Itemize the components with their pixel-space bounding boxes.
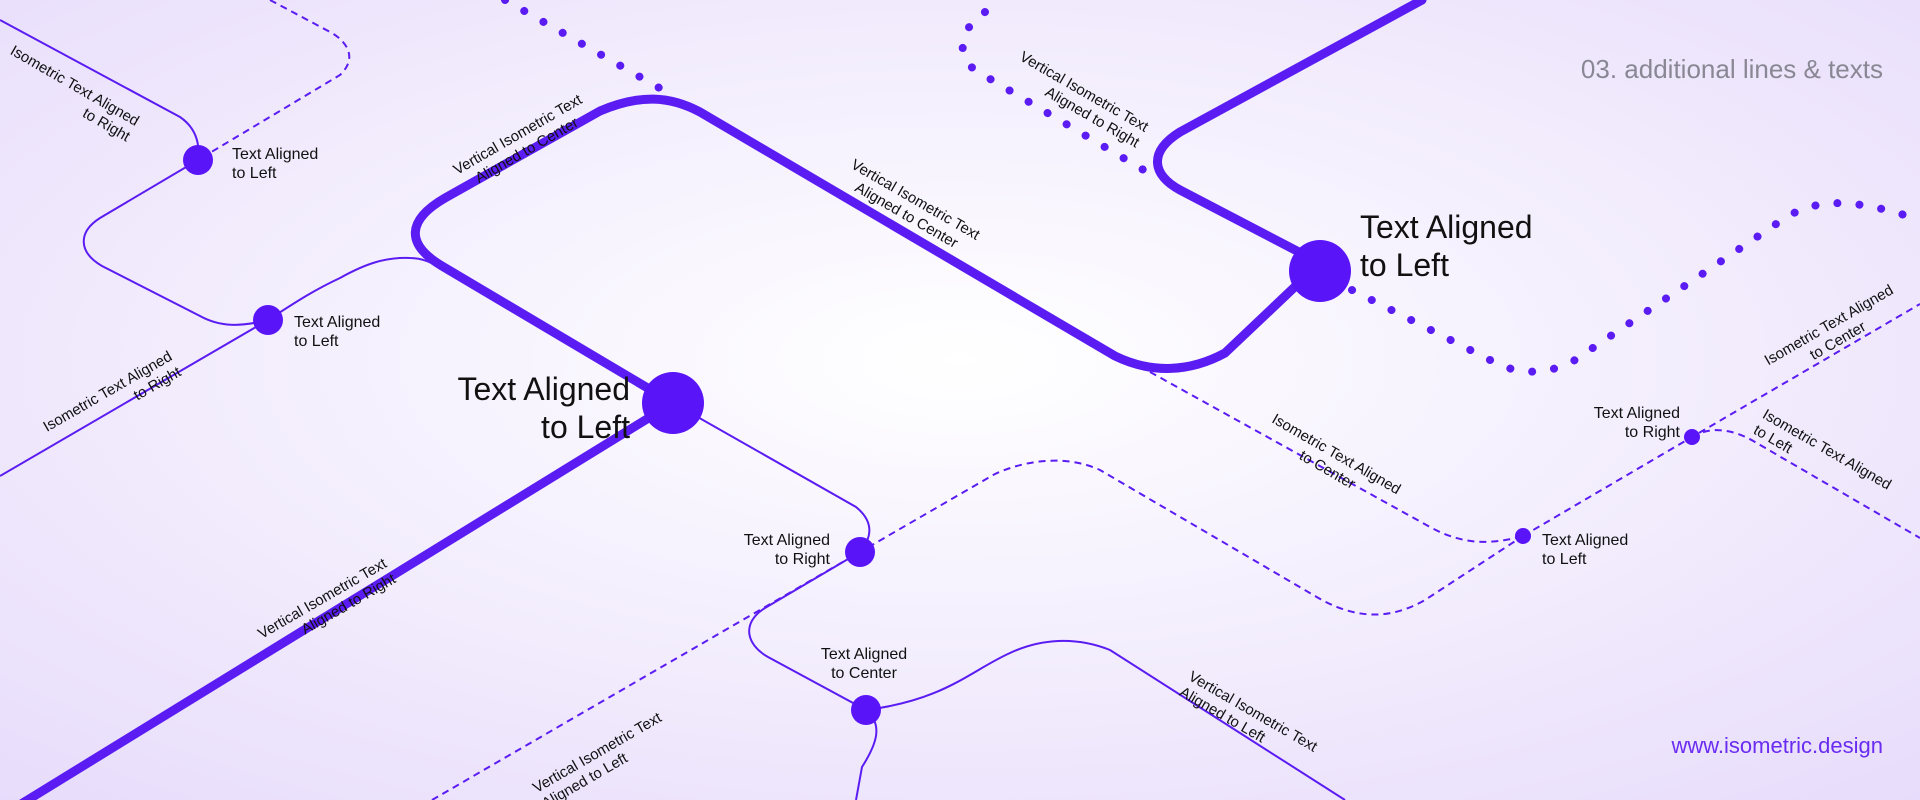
thin-center-branch — [672, 402, 878, 800]
node-top-left[interactable] — [183, 145, 213, 175]
label-big-left-right: Text Aligned to Left — [1360, 209, 1533, 284]
thick-lower-left-line — [19, 398, 678, 800]
label-text-center: Text Aligned to Center — [820, 646, 908, 682]
website-link[interactable]: www.isometric.design — [1671, 733, 1883, 758]
node-far-right[interactable] — [1684, 429, 1700, 445]
thick-loop-line — [410, 94, 1325, 408]
node-big-center[interactable] — [642, 372, 704, 434]
label-text-left-mid: Text Aligned to Left — [294, 314, 381, 350]
thin-left-branch — [0, 256, 441, 477]
label-text-left-top: Text Aligned to Left — [232, 146, 319, 182]
label-big-left-center: Text Aligned to Left — [457, 371, 630, 446]
node-center-right[interactable] — [845, 537, 875, 567]
node-big-right[interactable] — [1289, 240, 1351, 302]
dotted-upper-line — [958, 8, 1156, 179]
label-text-left-right-lower: Text Aligned to Left — [1542, 532, 1629, 568]
dashed-center-line — [431, 459, 1524, 800]
dashed-far-right-down-line — [1691, 429, 1920, 539]
thin-lower-right-branch — [865, 639, 1346, 800]
label-text-right-far: Text Aligned to Right — [1593, 405, 1680, 441]
dashed-top-left-line — [197, 0, 351, 161]
thin-top-left-branch — [0, 19, 269, 326]
node-mid-left[interactable] — [253, 305, 283, 335]
node-bottom-center[interactable] — [851, 695, 881, 725]
dashed-right-line — [1149, 371, 1524, 543]
node-right-lower[interactable] — [1515, 528, 1531, 544]
label-text-right-center: Text Aligned to Right — [743, 532, 830, 568]
thick-upper-right-line — [1153, 0, 1427, 268]
section-title: 03. additional lines & texts — [1580, 54, 1883, 84]
